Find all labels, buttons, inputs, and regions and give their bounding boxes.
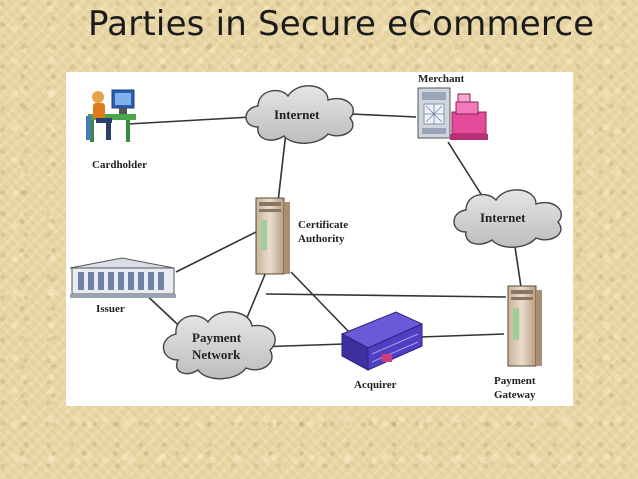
link-ca-gateway xyxy=(265,293,507,298)
acquirer-label: Acquirer xyxy=(354,379,397,391)
internet-cloud-top xyxy=(245,85,355,144)
internet-right-label: Internet xyxy=(480,210,526,225)
issuer-bank-icon xyxy=(69,257,176,298)
link-internet-merchant xyxy=(350,113,417,118)
payment-gateway-server-icon xyxy=(507,285,542,367)
internet-top-label: Internet xyxy=(274,107,320,122)
merchant-label: Merchant xyxy=(418,73,465,85)
cardholder-label: Cardholder xyxy=(92,159,147,171)
internet-cloud-right xyxy=(453,189,563,248)
ca-label-line2: Authority xyxy=(298,233,345,245)
acquirer-building-icon xyxy=(340,311,424,371)
link-ca-issuer xyxy=(175,231,257,273)
merchant-icon xyxy=(417,87,488,140)
slide-title: Parties in Secure eCommerce xyxy=(88,4,595,44)
ca-label-line1: Certificate xyxy=(298,219,348,231)
certificate-authority-server-icon xyxy=(255,197,290,275)
ecommerce-diagram: Cardholder Internet Merchant Internet Ce… xyxy=(66,72,573,406)
link-internet-ca xyxy=(277,131,287,203)
issuer-label: Issuer xyxy=(96,303,125,315)
link-cardholder-internet xyxy=(127,116,252,125)
cardholder-icon xyxy=(86,89,136,142)
payment-network-cloud xyxy=(162,311,276,380)
link-ca-acquirer xyxy=(290,271,352,335)
link-ca-paynet xyxy=(245,271,267,321)
gateway-label-line1: Payment xyxy=(494,375,536,387)
link-acquirer-gateway xyxy=(420,333,505,338)
payment-network-label-line2: Network xyxy=(192,347,241,362)
gateway-label-line2: Gateway xyxy=(494,389,536,401)
payment-network-label-line1: Payment xyxy=(192,330,242,345)
diagram-canvas: Cardholder Internet Merchant Internet Ce… xyxy=(69,73,563,401)
link-merchant-internet2 xyxy=(447,141,487,203)
